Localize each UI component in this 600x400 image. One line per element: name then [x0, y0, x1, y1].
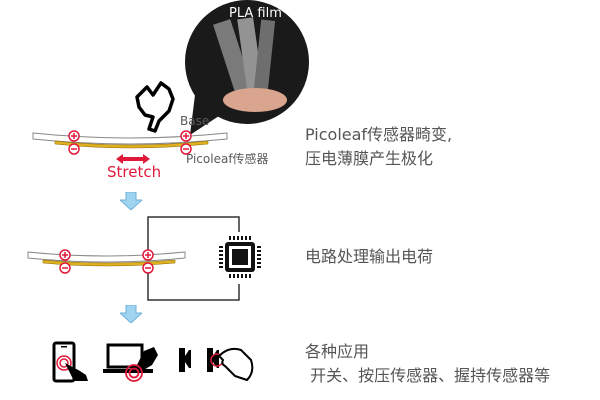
step1-description-line1: Picoleaf传感器畸变,: [305, 125, 453, 144]
step1-description-line2: 压电薄膜产生极化: [305, 149, 434, 168]
plus-circle-icon: [68, 130, 80, 142]
sensor-bending-diagram: [30, 125, 230, 169]
down-arrow-icon: [118, 191, 144, 214]
picoleaf-sensor-label: Picoleaf传感器: [186, 152, 269, 166]
stretch-label: Stretch: [107, 163, 162, 181]
speech-bubble-icon: [185, 0, 309, 135]
laptop-touch-icon: [102, 341, 158, 389]
circuit-diagram: [25, 210, 250, 309]
step3-description-line1: 各种应用: [305, 342, 370, 361]
step3-description-line2: 开关、按压传感器、握持传感器等: [305, 366, 551, 385]
minus-circle-icon: [68, 143, 80, 155]
smartphone-touch-icon: [52, 341, 92, 387]
grip-sensor-icon: [177, 342, 265, 388]
minus-circle-icon: [180, 143, 192, 155]
base-label: Base: [180, 114, 210, 128]
minus-circle-icon: [142, 262, 154, 274]
down-arrow-icon: [118, 304, 144, 327]
minus-circle-icon: [59, 262, 71, 274]
plus-circle-icon: [142, 249, 154, 261]
microchip-icon: [218, 235, 262, 283]
plus-circle-icon: [59, 249, 71, 261]
step2-description: 电路处理输出电荷: [305, 247, 434, 266]
plus-circle-icon: [180, 130, 192, 142]
stretch-arrow-icon: [116, 149, 150, 168]
pla-film-label: PLA film: [229, 6, 282, 21]
pointing-hand-icon: [125, 75, 185, 139]
pla-film-photo-bubble: [185, 0, 310, 135]
